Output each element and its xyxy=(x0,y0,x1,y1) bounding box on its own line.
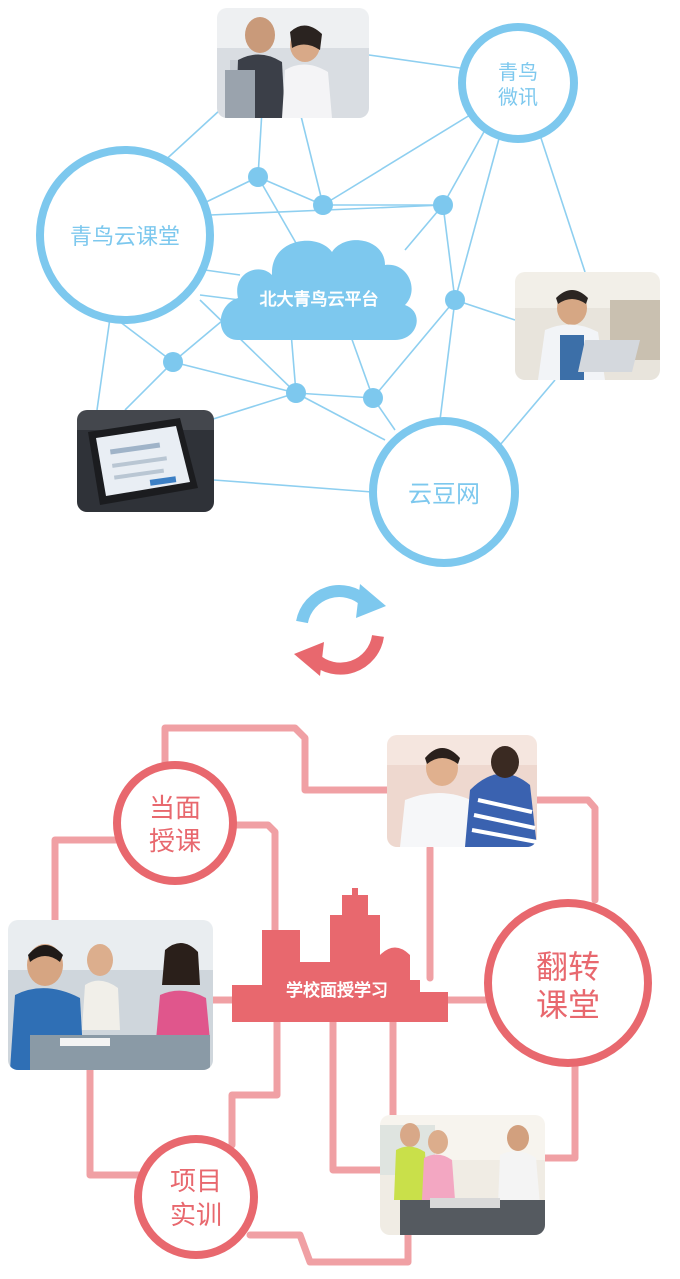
junction-dot xyxy=(163,352,183,372)
node-project-training-line2: 实训 xyxy=(170,1201,222,1231)
junction-dot xyxy=(363,388,383,408)
cloud-platform-hub: 北大青鸟云平台 xyxy=(220,240,417,340)
node-cloud-classroom: 青鸟云课堂 xyxy=(36,146,214,324)
node-flipped-classroom-line2: 课堂 xyxy=(536,986,600,1024)
cloud-icon xyxy=(220,240,417,340)
node-face-teaching-line1: 当面 xyxy=(149,794,201,824)
students-talking-photo xyxy=(387,735,537,847)
junction-dot xyxy=(445,290,465,310)
node-weixin: 青鸟 微讯 xyxy=(458,23,578,143)
classroom-group-photo xyxy=(8,920,213,1070)
node-weixin-label-line1: 青鸟 xyxy=(498,60,538,84)
school-building-hub: 学校面授学习 xyxy=(232,888,448,1022)
junction-dot xyxy=(313,195,333,215)
node-face-teaching-line2: 授课 xyxy=(149,827,201,857)
node-face-teaching: 当面 授课 xyxy=(113,761,237,885)
school-building-label: 学校面授学习 xyxy=(286,980,388,1001)
building-icon xyxy=(232,888,448,1022)
node-flipped-classroom: 翻转 课堂 xyxy=(484,899,652,1067)
node-weixin-label-line2: 微讯 xyxy=(498,85,538,109)
junction-dot xyxy=(433,195,453,215)
node-cloud-classroom-label: 青鸟云课堂 xyxy=(70,225,180,250)
node-flipped-classroom-line1: 翻转 xyxy=(536,948,600,986)
refresh-cycle-icon xyxy=(294,584,386,676)
offline-network-lines xyxy=(51,724,599,1266)
office-workers-photo xyxy=(217,8,369,118)
lounge-discussion-photo xyxy=(380,1115,545,1235)
cloud-platform-label: 北大青鸟云平台 xyxy=(260,289,379,310)
node-yundou: 云豆网 xyxy=(369,417,519,567)
student-laptop-photo xyxy=(515,272,660,380)
tablet-photo xyxy=(77,410,214,512)
node-project-training: 项目 实训 xyxy=(134,1135,258,1259)
junction-dot xyxy=(286,383,306,403)
online-junction-dots xyxy=(163,167,465,408)
node-yundou-label: 云豆网 xyxy=(408,480,480,508)
node-project-training-line1: 项目 xyxy=(170,1167,222,1197)
junction-dot xyxy=(248,167,268,187)
